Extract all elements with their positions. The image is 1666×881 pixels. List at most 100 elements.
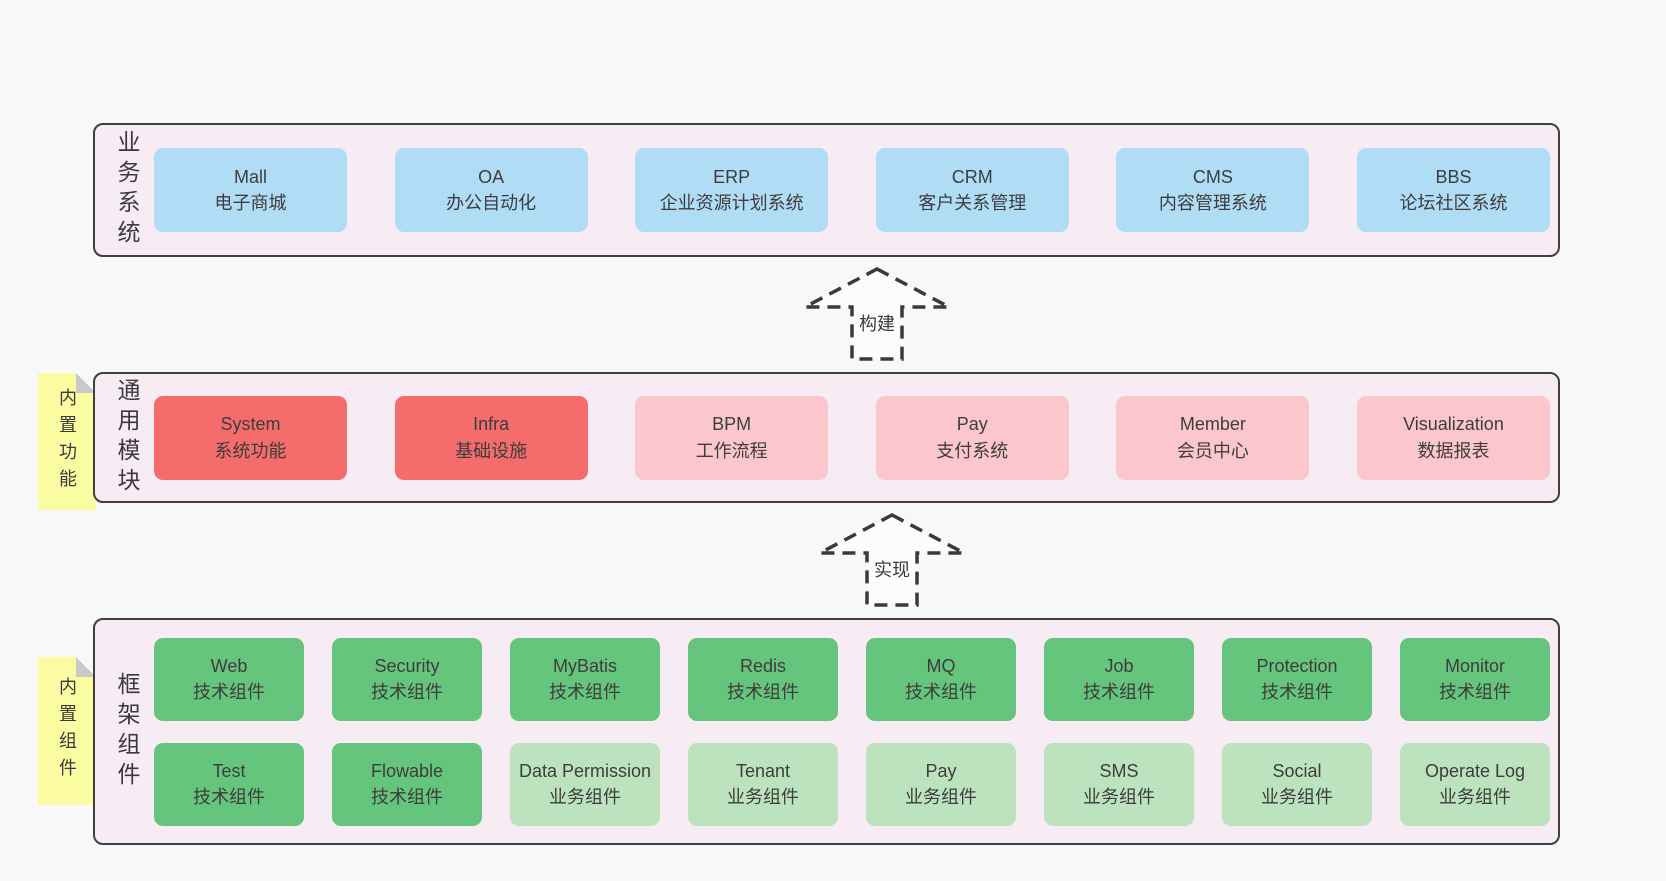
box-member: Member 会员中心: [1116, 395, 1310, 480]
box-title: Web: [210, 655, 248, 676]
box-subtitle: 技术组件: [371, 787, 443, 807]
box-operate-log: Operate Log 业务组件: [1400, 742, 1550, 826]
band-business-systems: 业务系统 Mall 电子商城 OA 办公自动化 ERP 企业资源计划系统 CRM 客户关系管理…: [93, 123, 1560, 257]
box-subtitle: 业务组件: [1439, 787, 1511, 807]
box-mybatis: MyBatis 技术组件: [510, 637, 660, 721]
box-title: Pay: [956, 414, 988, 435]
sticky-note-label: 内置组件: [57, 677, 77, 785]
box-title: CMS: [1192, 166, 1233, 187]
box-subtitle: 业务组件: [1261, 787, 1333, 807]
box-mq: MQ 技术组件: [866, 637, 1016, 721]
box-title: Data Permission: [518, 760, 652, 781]
box-subtitle: 内容管理系统: [1158, 193, 1267, 213]
box-title: Redis: [739, 655, 787, 676]
box-subtitle: 电子商城: [214, 193, 287, 213]
box-subtitle: 企业资源计划系统: [659, 193, 804, 213]
box-title: Test: [212, 760, 246, 781]
box-title: Social: [1272, 760, 1322, 781]
box-flowable: Flowable 技术组件: [332, 742, 482, 826]
box-title: Security: [374, 655, 440, 676]
box-subtitle: 基础设施: [455, 440, 528, 461]
box-subtitle: 支付系统: [936, 440, 1009, 461]
box-sms: SMS 业务组件: [1044, 742, 1194, 826]
box-system: System 系统功能: [154, 395, 347, 480]
box-subtitle: 数据报表: [1417, 440, 1490, 461]
box-test: Test 技术组件: [154, 742, 304, 826]
box-subtitle: 技术组件: [371, 682, 443, 702]
box-subtitle: 技术组件: [905, 682, 977, 702]
box-infra: Infra 基础设施: [394, 395, 588, 480]
box-subtitle: 会员中心: [1176, 440, 1249, 461]
arrow-label: 构建: [856, 310, 898, 336]
box-pay: Pay 业务组件: [866, 742, 1016, 826]
band-box-area: System 系统功能 Infra 基础设施 BPM 工作流程 Pay 支付系统 Member 会…: [154, 374, 1550, 501]
box-subtitle: 业务组件: [905, 787, 977, 807]
box-title: Job: [1104, 655, 1134, 676]
box-subtitle: 技术组件: [193, 682, 265, 702]
box-job: Job 技术组件: [1044, 637, 1194, 721]
box-bbs: BBS 论坛社区系统: [1356, 148, 1550, 232]
box-title: Pay: [925, 760, 957, 781]
box-subtitle: 技术组件: [1439, 682, 1511, 702]
box-subtitle: 客户关系管理: [918, 193, 1027, 213]
box-pay: Pay 支付系统: [875, 395, 1069, 480]
box-subtitle: 技术组件: [1083, 682, 1155, 702]
box-mall: Mall 电子商城: [154, 148, 347, 232]
box-crm: CRM 客户关系管理: [875, 148, 1069, 232]
box-title: CRM: [951, 166, 993, 187]
box-subtitle: 论坛社区系统: [1399, 193, 1508, 213]
box-bpm: BPM 工作流程: [635, 395, 829, 480]
box-title: Operate Log: [1424, 760, 1526, 781]
box-monitor: Monitor 技术组件: [1400, 637, 1550, 721]
box-title: Monitor: [1444, 655, 1506, 676]
box-title: SMS: [1099, 760, 1139, 781]
box-subtitle: 办公自动化: [446, 193, 537, 213]
band-title: 框架组件: [114, 671, 140, 792]
box-title: Flowable: [370, 760, 444, 781]
box-web: Web 技术组件: [154, 637, 304, 721]
box-title: Protection: [1256, 655, 1338, 676]
box-title: ERP: [713, 166, 751, 187]
box-title: System: [220, 414, 281, 435]
box-subtitle: 系统功能: [214, 440, 287, 461]
dashed-up-arrow-build: 构建: [802, 266, 952, 362]
sticky-note-built-in-components: 内置组件: [38, 657, 96, 805]
sticky-note-built-in-features: 内置功能: [38, 373, 96, 510]
box-data-permission: Data Permission 业务组件: [510, 742, 660, 826]
box-cms: CMS 内容管理系统: [1116, 148, 1310, 232]
box-subtitle: 工作流程: [695, 440, 768, 461]
box-tenant: Tenant 业务组件: [688, 742, 838, 826]
box-title: MyBatis: [552, 655, 617, 676]
box-social: Social 业务组件: [1222, 742, 1372, 826]
box-title: Mall: [233, 166, 267, 187]
dashed-up-arrow-implement: 实现: [817, 512, 967, 608]
box-title: BBS: [1435, 166, 1472, 187]
box-row: System 系统功能 Infra 基础设施 BPM 工作流程 Pay 支付系统 Member 会…: [154, 395, 1550, 480]
box-subtitle: 技术组件: [549, 682, 621, 702]
box-redis: Redis 技术组件: [688, 637, 838, 721]
box-title: Infra: [473, 414, 510, 435]
box-subtitle: 业务组件: [727, 787, 799, 807]
band-title: 业务系统: [114, 130, 140, 250]
box-title: BPM: [712, 414, 752, 435]
box-title: Tenant: [735, 760, 791, 781]
box-title: OA: [478, 166, 505, 187]
box-subtitle: 业务组件: [549, 787, 621, 807]
band-box-area: Mall 电子商城 OA 办公自动化 ERP 企业资源计划系统 CRM 客户关系管理 CMS 内容…: [154, 125, 1550, 255]
arrow-label: 实现: [871, 556, 913, 582]
box-title: Member: [1179, 414, 1246, 435]
box-row: Mall 电子商城 OA 办公自动化 ERP 企业资源计划系统 CRM 客户关系管理 CMS 内容…: [154, 148, 1550, 232]
box-subtitle: 技术组件: [193, 787, 265, 807]
box-subtitle: 技术组件: [727, 682, 799, 702]
box-oa: OA 办公自动化: [394, 148, 588, 232]
box-subtitle: 技术组件: [1261, 682, 1333, 702]
box-title: MQ: [926, 655, 956, 676]
box-subtitle: 业务组件: [1083, 787, 1155, 807]
